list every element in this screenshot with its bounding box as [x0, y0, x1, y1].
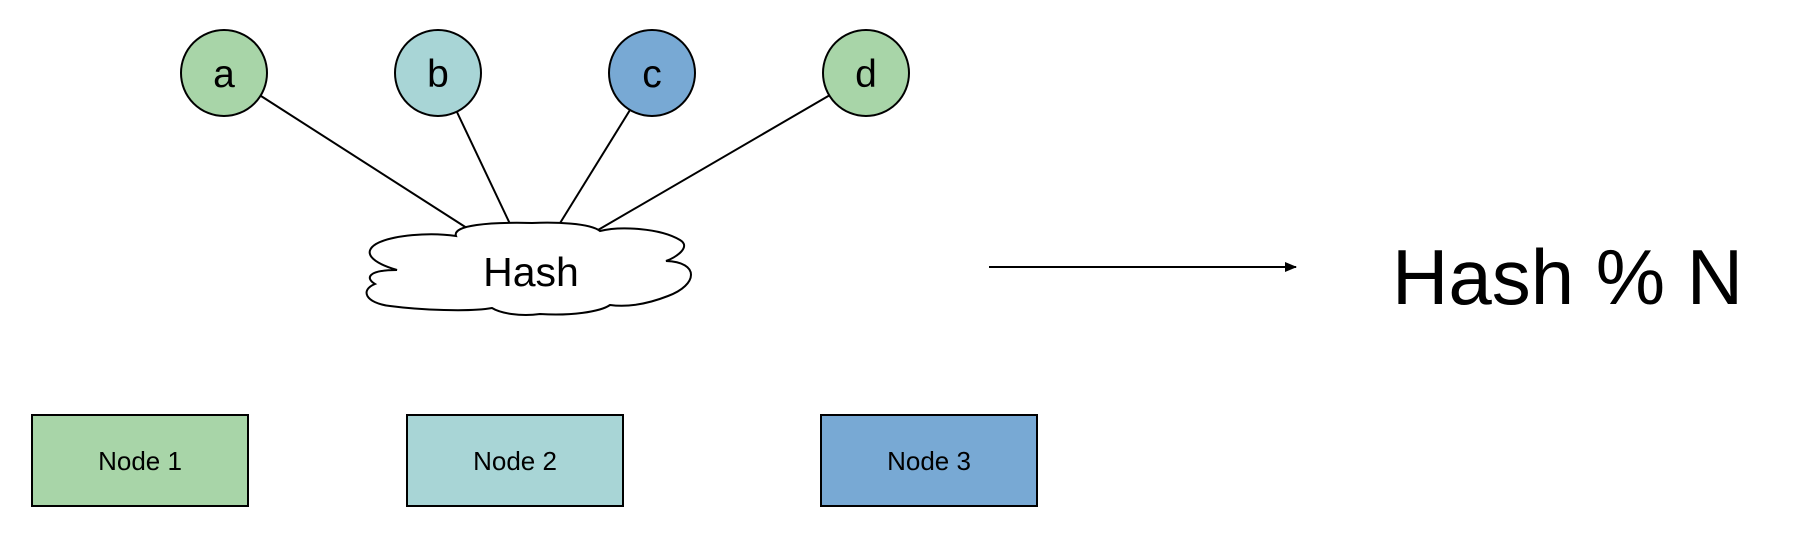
key-circle-b: b: [394, 29, 482, 117]
connector-d: [597, 94, 831, 231]
key-circle-a-shape: [180, 29, 268, 117]
node-box-3: Node 3: [820, 414, 1038, 507]
result-label: Hash % N: [1392, 233, 1743, 321]
connector-a: [260, 95, 471, 231]
key-circle-d: d: [822, 29, 910, 117]
key-label-c: c: [642, 53, 662, 96]
node-box-1-shape: [31, 414, 249, 507]
node-box-3-shape: [820, 414, 1038, 507]
hash-cloud-shape: [365, 221, 692, 317]
key-circle-b-shape: [394, 29, 482, 117]
key-label-b: b: [427, 53, 449, 96]
connector-b: [455, 109, 512, 227]
key-circle-d-shape: [822, 29, 910, 117]
key-label-d: d: [855, 53, 877, 96]
hash-cloud: Hash: [365, 221, 692, 317]
connector-lines: [260, 94, 831, 231]
connector-c: [556, 109, 631, 229]
node-label-1: Node 1: [98, 446, 182, 476]
key-label-a: a: [213, 53, 235, 96]
key-circle-a: a: [180, 29, 268, 117]
node-label-2: Node 2: [473, 446, 557, 476]
node-label-3: Node 3: [887, 446, 971, 476]
key-circle-c-shape: [608, 29, 696, 117]
hash-label: Hash: [483, 249, 579, 295]
node-box-2-shape: [406, 414, 624, 507]
node-box-1: Node 1: [31, 414, 249, 507]
node-box-2: Node 2: [406, 414, 624, 507]
key-circle-c: c: [608, 29, 696, 117]
